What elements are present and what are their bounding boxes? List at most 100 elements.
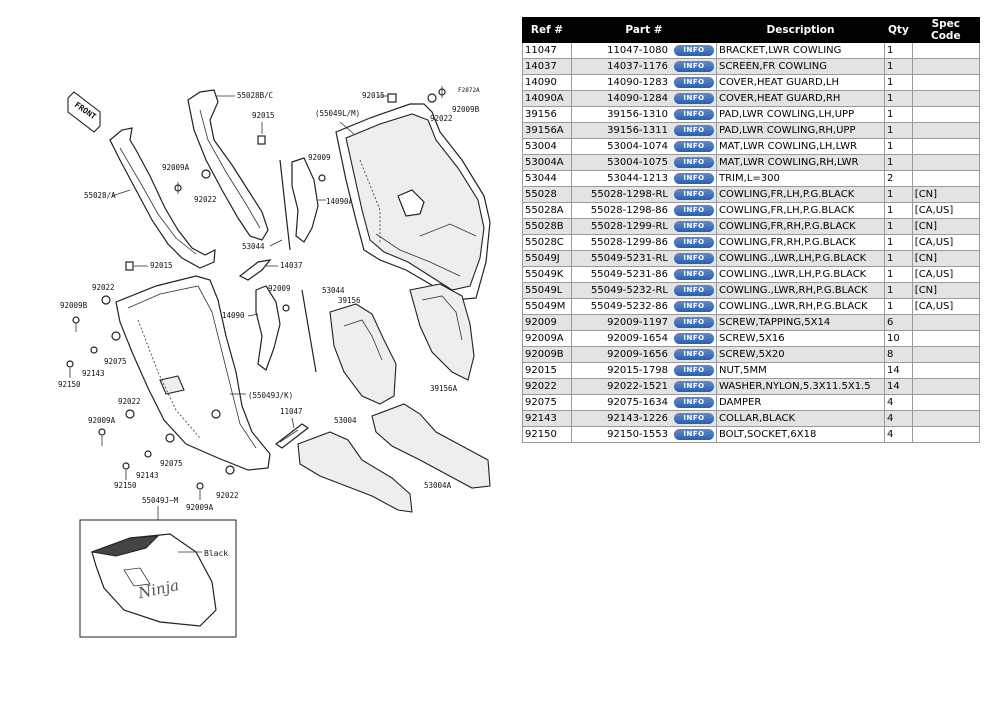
- ref-cell: 55028A: [522, 202, 572, 219]
- header-part[interactable]: Part #: [571, 17, 717, 43]
- info-button[interactable]: INFO: [674, 157, 714, 168]
- header-description[interactable]: Description: [716, 17, 885, 43]
- spec-code-cell: [911, 74, 980, 91]
- info-button[interactable]: INFO: [674, 429, 714, 440]
- description-cell: COWLING,FR,RH,P.G.BLACK: [716, 218, 885, 235]
- qty-cell: 10: [884, 330, 913, 347]
- label-92015-top: 92015: [252, 111, 275, 120]
- label-92022-bot: 92022: [216, 491, 239, 500]
- info-button[interactable]: INFO: [674, 413, 714, 424]
- part-number: 55049-5232-RL: [591, 285, 668, 296]
- label-92009b-top: 92009B: [452, 105, 480, 114]
- info-button[interactable]: INFO: [674, 333, 714, 344]
- part-number: 92015-1798: [607, 365, 668, 376]
- label-53044-a: 53044: [242, 242, 265, 251]
- header-spec-code[interactable]: Spec Code: [911, 17, 980, 43]
- description-cell: MAT,LWR COWLING,RH,LWR: [716, 154, 885, 171]
- qty-cell: 1: [884, 250, 913, 267]
- info-button[interactable]: INFO: [674, 109, 714, 120]
- info-button[interactable]: INFO: [674, 45, 714, 56]
- description-cell: SCREEN,FR COWLING: [716, 58, 885, 75]
- info-button[interactable]: INFO: [674, 253, 714, 264]
- label-92075-a: 92075: [104, 357, 127, 366]
- info-button[interactable]: INFO: [674, 365, 714, 376]
- description-cell: SCREW,5X20: [716, 346, 885, 363]
- info-button[interactable]: INFO: [674, 205, 714, 216]
- label-53004: 53004: [334, 416, 357, 425]
- info-button[interactable]: INFO: [674, 381, 714, 392]
- spec-code-cell: [911, 394, 980, 411]
- label-92150-a: 92150: [58, 380, 81, 389]
- spec-code-cell: [CA,US]: [911, 266, 980, 283]
- qty-cell: 6: [884, 314, 913, 331]
- info-button[interactable]: INFO: [674, 237, 714, 248]
- description-cell: COVER,HEAT GUARD,RH: [716, 90, 885, 107]
- part-number: 55028-1298-86: [590, 205, 668, 216]
- ref-cell: 55049M: [522, 298, 572, 315]
- info-button[interactable]: INFO: [674, 221, 714, 232]
- description-cell: COWLING,FR,LH,P.G.BLACK: [716, 186, 885, 203]
- spec-code-cell: [911, 378, 980, 395]
- info-button[interactable]: INFO: [674, 397, 714, 408]
- description-cell: SCREW,5X16: [716, 330, 885, 347]
- table-header-row: Ref # Part # Description Qty Spec Code: [522, 17, 980, 43]
- front-arrow-icon: FRONT: [67, 91, 101, 133]
- qty-cell: 1: [884, 90, 913, 107]
- ref-cell: 53004: [522, 138, 572, 155]
- spec-code-cell: [911, 138, 980, 155]
- info-button[interactable]: INFO: [674, 269, 714, 280]
- spec-code-cell: [911, 314, 980, 331]
- part-number: 14090-1284: [607, 93, 668, 104]
- mat-53004a: [371, 403, 491, 489]
- part-number: 92009-1656: [607, 349, 668, 360]
- ref-cell: 14090A: [522, 90, 572, 107]
- label-14090: 14090: [222, 311, 245, 320]
- part-number: 92143-1226: [607, 413, 668, 424]
- qty-cell: 8: [884, 346, 913, 363]
- info-button[interactable]: INFO: [674, 301, 714, 312]
- label-92009a-top: 92009A: [162, 163, 190, 172]
- header-qty[interactable]: Qty: [884, 17, 913, 43]
- description-cell: COWLING,FR,LH,P.G.BLACK: [716, 202, 885, 219]
- info-button[interactable]: INFO: [674, 61, 714, 72]
- part-number-cell: 14090-1284 INFO: [571, 90, 717, 107]
- label-92009-top: 92009: [308, 153, 331, 162]
- info-button[interactable]: INFO: [674, 141, 714, 152]
- ref-cell: 53044: [522, 170, 572, 187]
- ref-cell: 92150: [522, 426, 572, 443]
- info-button[interactable]: INFO: [674, 77, 714, 88]
- front-cowling-lh: [109, 127, 216, 269]
- header-ref[interactable]: Ref #: [522, 17, 572, 43]
- spec-code-cell: [911, 410, 980, 427]
- info-button[interactable]: INFO: [674, 317, 714, 328]
- info-button[interactable]: INFO: [674, 189, 714, 200]
- info-button[interactable]: INFO: [674, 173, 714, 184]
- heat-guard-14090: [255, 285, 281, 371]
- info-button[interactable]: INFO: [674, 285, 714, 296]
- spec-code-cell: [911, 90, 980, 107]
- label-92009-mid: 92009: [268, 284, 291, 293]
- info-button[interactable]: INFO: [674, 93, 714, 104]
- qty-cell: 1: [884, 154, 913, 171]
- ref-cell: 55049L: [522, 282, 572, 299]
- pad-39156: [329, 303, 397, 405]
- spec-code-cell: [CN]: [911, 250, 980, 267]
- qty-cell: 14: [884, 378, 913, 395]
- description-cell: WASHER,NYLON,5.3X11.5X1.5: [716, 378, 885, 395]
- ref-cell: 92022: [522, 378, 572, 395]
- info-button[interactable]: INFO: [674, 349, 714, 360]
- info-button[interactable]: INFO: [674, 125, 714, 136]
- ref-cell: 92143: [522, 410, 572, 427]
